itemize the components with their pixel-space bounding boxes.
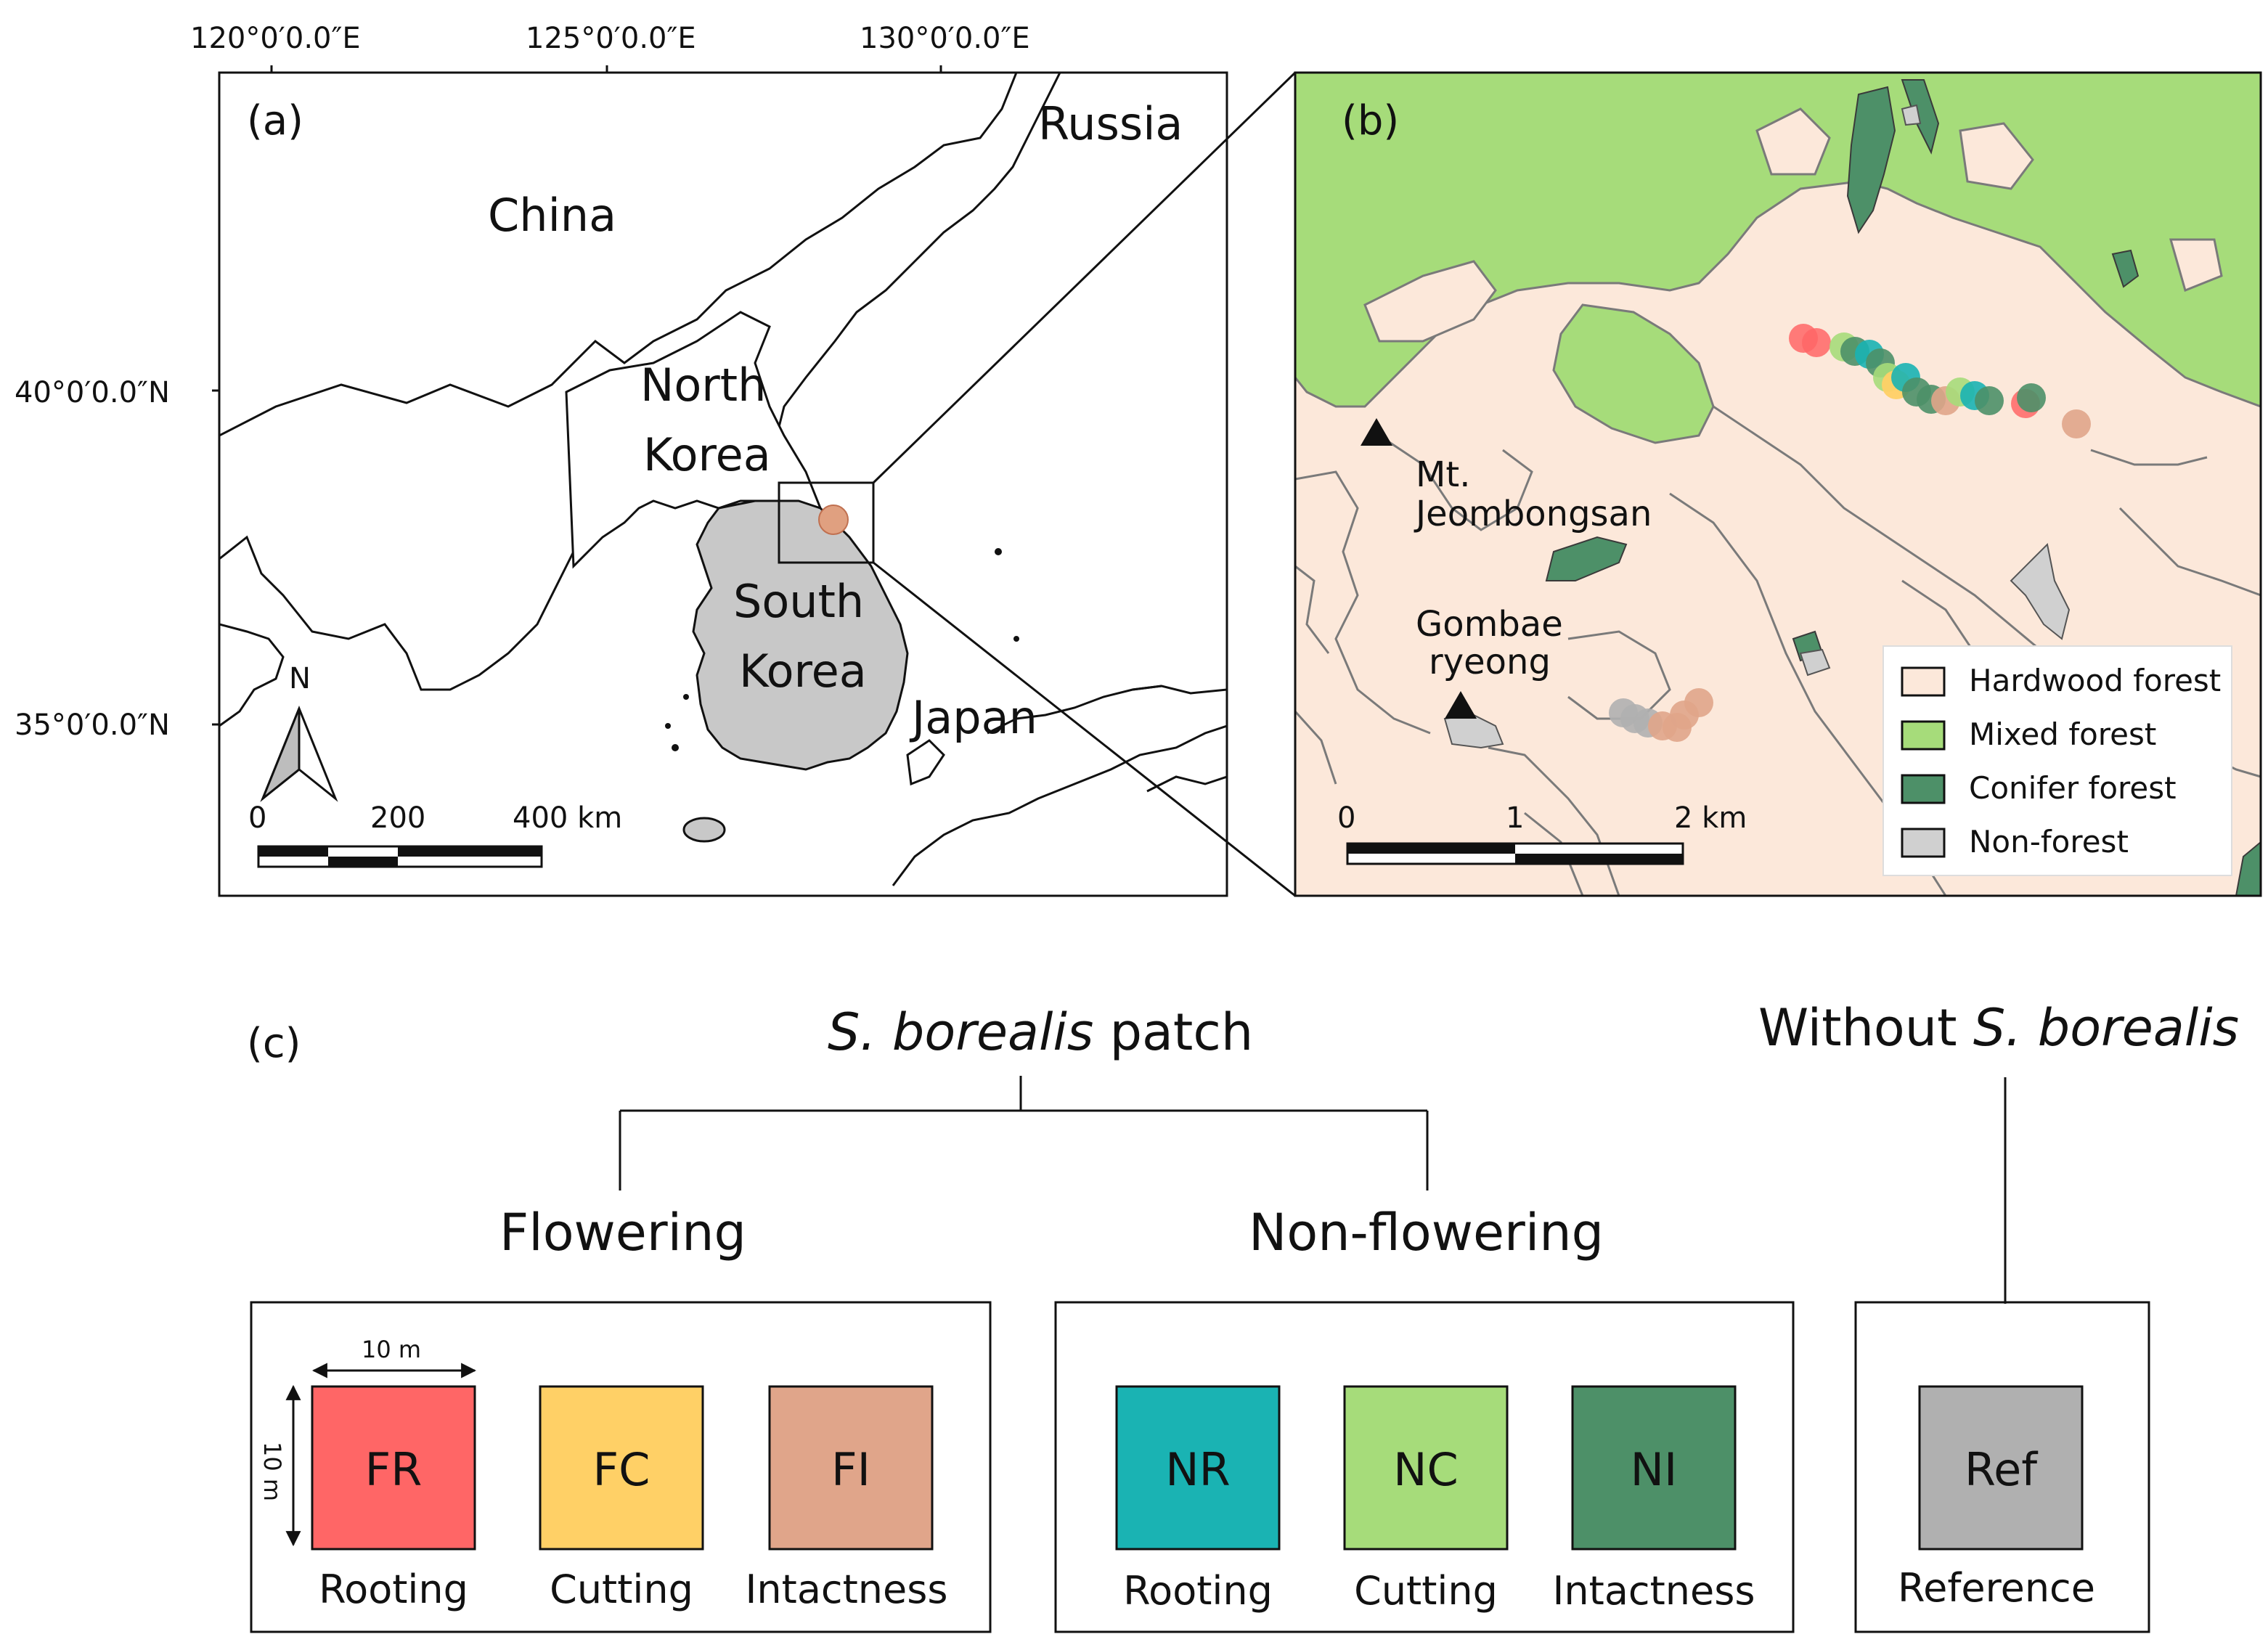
study-site-point xyxy=(818,505,849,535)
peak-label-ryeong: ryeong xyxy=(1429,642,1551,682)
tree-connectors xyxy=(619,1076,2007,1304)
label-north-korea-2: Korea xyxy=(643,428,771,481)
non-forest-area-1 xyxy=(2010,542,2071,640)
legend-hardwood: Hardwood forest xyxy=(1969,663,2221,698)
peak-gombaeryeong-icon xyxy=(1445,691,1477,719)
lon-tick-125: 125°0′0.0″E xyxy=(526,22,696,55)
conifer-forest-area-1 xyxy=(1846,86,1896,234)
panel-c-diagram: (c) S. borealis patch Without S. boreali… xyxy=(247,998,2239,1633)
plot-fr: FR Rooting xyxy=(311,1385,476,1612)
label-japan: Japan xyxy=(909,691,1037,744)
height-dimension-label: 10 m xyxy=(258,1442,286,1501)
panel-a-letter: (a) xyxy=(247,97,303,144)
honshu-outline xyxy=(987,685,1162,735)
peak-label-gombae: Gombae xyxy=(1416,604,1563,645)
nonflowering-label: Non-flowering xyxy=(1249,1203,1604,1262)
svg-text:NR: NR xyxy=(1165,1443,1230,1496)
svg-text:Ref: Ref xyxy=(1965,1443,2039,1496)
label-south-korea-2: Korea xyxy=(739,645,867,698)
lon-tick-120: 120°0′0.0″E xyxy=(190,22,361,55)
peak-label-jeombongsan: Jeombongsan xyxy=(1414,494,1652,534)
width-dimension-label: 10 m xyxy=(362,1336,421,1363)
svg-text:Cutting: Cutting xyxy=(550,1567,693,1612)
panel-a-map: 120°0′0.0″E 125°0′0.0″E 130°0′0.0″E 40°0… xyxy=(15,22,1228,897)
svg-text:Intactness: Intactness xyxy=(746,1567,948,1612)
peak-label-mt: Mt. xyxy=(1416,454,1471,495)
label-china: China xyxy=(488,189,616,242)
scale-a-200: 200 xyxy=(370,801,425,835)
svg-text:FC: FC xyxy=(593,1443,650,1496)
north-arrow-icon: N xyxy=(260,662,338,802)
conifer-forest-area-3 xyxy=(1545,536,1628,581)
mainland-coastline xyxy=(219,73,1227,691)
lon-tick-130: 130°0′0.0″E xyxy=(860,22,1030,55)
panel-b-letter: (b) xyxy=(1342,97,1399,144)
svg-text:Cutting: Cutting xyxy=(1354,1568,1498,1614)
scale-bar-b: 0 1 2 km xyxy=(1337,801,1747,865)
japan-outline xyxy=(892,685,1227,886)
scale-a-0: 0 xyxy=(248,801,266,835)
plot-ref: Ref Reference xyxy=(1898,1385,2095,1611)
reference-group-box xyxy=(1854,1301,2150,1633)
svg-text:NC: NC xyxy=(1393,1443,1459,1496)
label-russia: Russia xyxy=(1038,97,1183,150)
flowering-group-box xyxy=(250,1301,992,1633)
legend-nonforest: Non-forest xyxy=(1969,824,2129,859)
north-label: N xyxy=(289,662,311,695)
mixed-forest-patch xyxy=(1552,303,1715,444)
legend: Hardwood forest Mixed forest Conifer for… xyxy=(1882,645,2232,876)
lat-tick-35: 35°0′0.0″N xyxy=(15,708,170,742)
svg-text:NI: NI xyxy=(1631,1443,1678,1496)
svg-text:FR: FR xyxy=(365,1443,423,1496)
scale-b-2: 2 km xyxy=(1674,801,1747,835)
plot-ni: NI Intactness xyxy=(1553,1385,1755,1614)
svg-text:Reference: Reference xyxy=(1898,1565,2095,1611)
flowering-label: Flowering xyxy=(499,1203,746,1262)
without-title: Without S. borealis xyxy=(1758,998,2239,1058)
legend-conifer: Conifer forest xyxy=(1969,770,2177,806)
south-korea-shape xyxy=(692,499,909,771)
scale-b-0: 0 xyxy=(1337,801,1355,835)
site-points-north xyxy=(1789,324,2091,438)
panel-c-letter: (c) xyxy=(247,1020,301,1067)
non-forest-area-3 xyxy=(1799,648,1831,677)
scale-a-400: 400 km xyxy=(513,801,622,835)
jeju-island xyxy=(682,817,726,843)
scale-b-1: 1 xyxy=(1506,801,1524,835)
conifer-forest-area-5 xyxy=(2235,841,2261,896)
svg-text:Rooting: Rooting xyxy=(1123,1568,1273,1614)
zoom-line-top xyxy=(872,71,1297,484)
svg-text:FI: FI xyxy=(831,1443,870,1496)
label-north-korea-1: North xyxy=(640,359,766,412)
scale-bar-a: 0 200 400 km xyxy=(248,801,622,868)
svg-text:Rooting: Rooting xyxy=(319,1567,468,1612)
label-south-korea-1: South xyxy=(733,575,864,628)
patch-title: S. borealis patch xyxy=(828,1002,1253,1062)
plot-nr: NR Rooting xyxy=(1115,1385,1281,1614)
peak-jeombongsan-icon xyxy=(1361,418,1392,446)
site-points-south xyxy=(1609,688,1713,742)
conifer-forest-area-4 xyxy=(2111,249,2139,288)
lat-tick-40: 40°0′0.0″N xyxy=(15,376,170,409)
plot-fc: FC Cutting xyxy=(539,1385,704,1612)
nonflowering-group-box xyxy=(1054,1301,1795,1633)
panel-b-map: (b) Mt. Jeombongsan Gombae ryeong 0 1 2 … xyxy=(1294,71,2262,897)
study-area-box xyxy=(778,481,875,564)
plot-nc: NC Cutting xyxy=(1343,1385,1509,1614)
svg-text:Intactness: Intactness xyxy=(1553,1568,1755,1614)
legend-mixed: Mixed forest xyxy=(1969,716,2156,752)
plot-fi: FI Intactness xyxy=(746,1385,948,1612)
shandong-outline xyxy=(219,623,285,727)
zoom-line-bottom xyxy=(873,561,1296,897)
